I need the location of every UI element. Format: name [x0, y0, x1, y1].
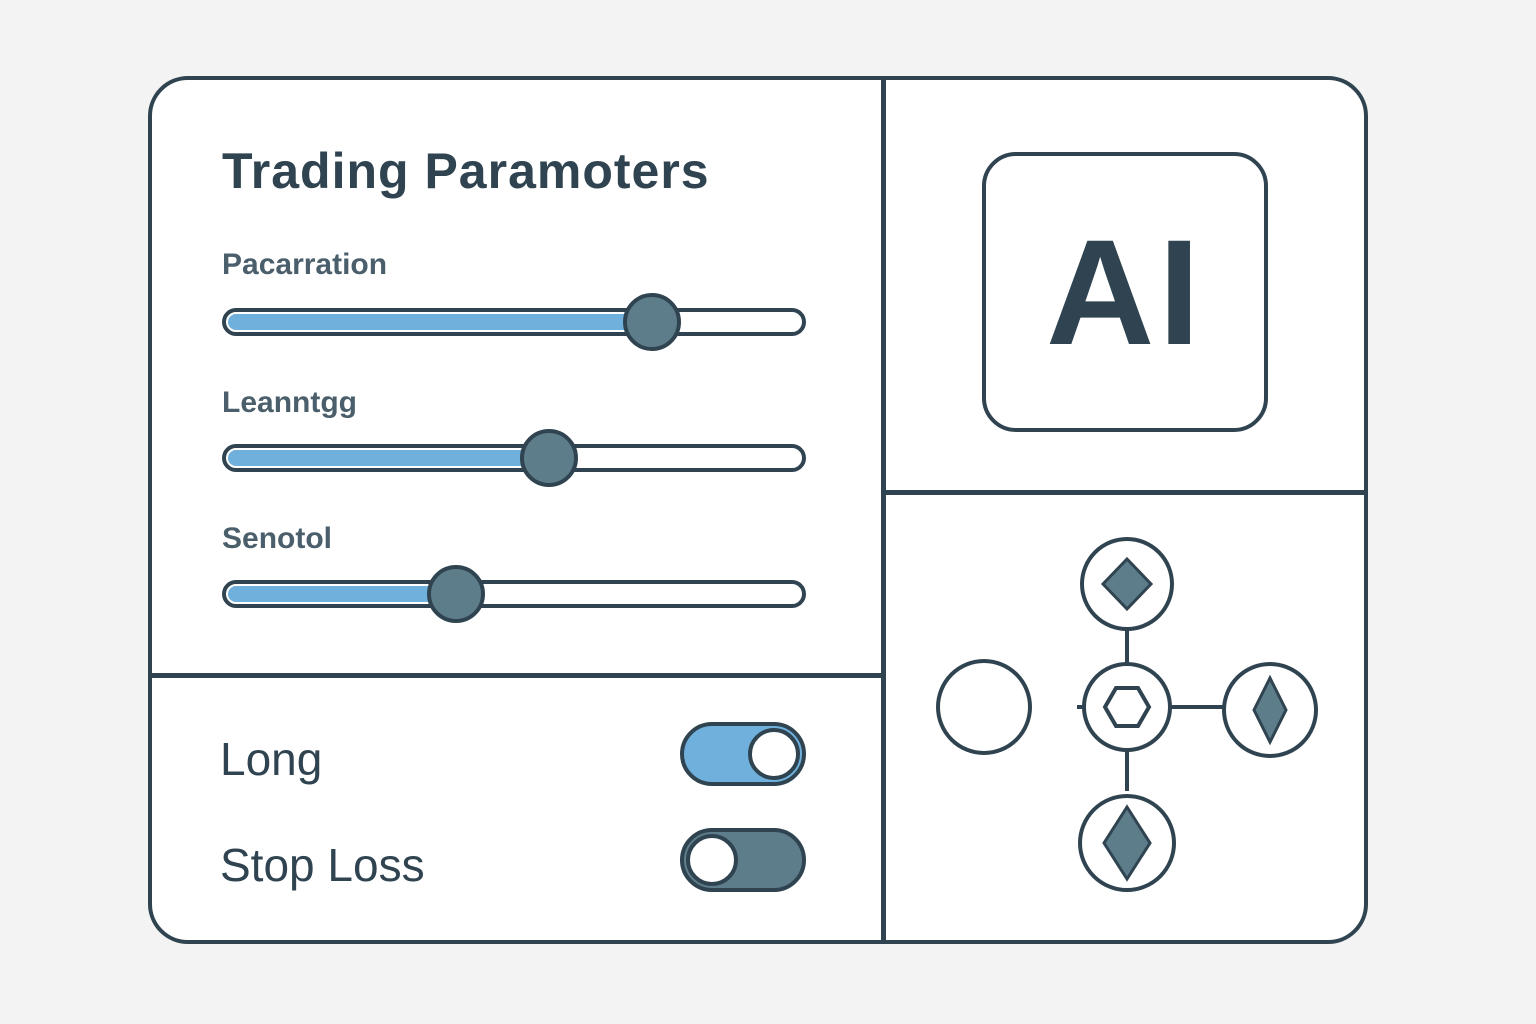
slider-1-thumb[interactable] — [623, 293, 682, 351]
stop-loss-toggle-knob — [686, 834, 738, 886]
toggle-label-stop-loss: Stop Loss — [220, 839, 425, 891]
panel-title: Trading Paramoters — [222, 143, 710, 199]
slider-1[interactable] — [222, 293, 806, 351]
diamond-icon-top — [1100, 556, 1154, 612]
vertical-divider — [881, 80, 886, 940]
slider-3-fill — [228, 586, 457, 602]
stop-loss-toggle[interactable] — [680, 828, 806, 892]
slider-2-fill — [228, 450, 549, 466]
hexagon-icon — [1102, 686, 1152, 728]
long-toggle-knob — [748, 728, 800, 780]
diamond-icon-bottom — [1102, 804, 1152, 882]
slider-label-1: Pacarration — [222, 248, 388, 281]
slider-1-fill — [228, 314, 653, 330]
trading-parameters-card: Trading Paramoters Pacarration Leanntgg … — [148, 76, 1368, 944]
slider-3[interactable] — [222, 565, 806, 623]
slider-label-3: Senotol — [222, 522, 332, 555]
diamond-icon-right — [1252, 674, 1288, 746]
slider-3-thumb[interactable] — [427, 565, 486, 623]
slider-2-thumb[interactable] — [519, 429, 578, 487]
slider-2[interactable] — [222, 429, 806, 487]
network-diagram-icon — [936, 537, 1318, 892]
toggle-label-long: Long — [220, 733, 323, 785]
long-toggle[interactable] — [680, 722, 806, 786]
node-left — [936, 659, 1032, 755]
left-horizontal-divider — [152, 673, 883, 678]
ai-badge-text: AI — [1046, 207, 1204, 376]
right-horizontal-divider — [883, 490, 1364, 495]
ai-badge: AI — [982, 152, 1268, 432]
slider-label-2: Leanntgg — [222, 386, 357, 419]
